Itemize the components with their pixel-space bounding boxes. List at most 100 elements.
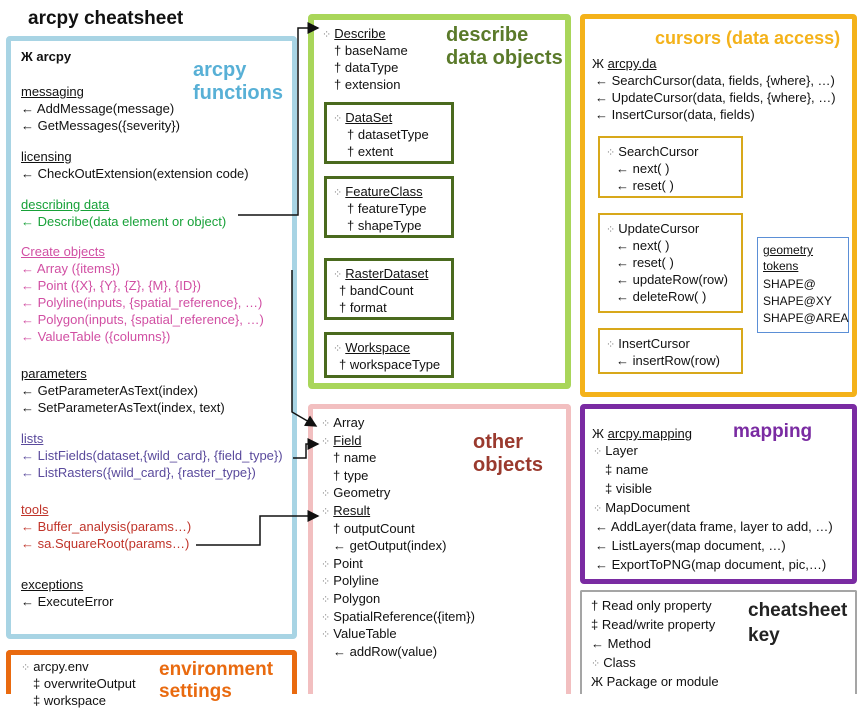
- list-fields-method: ← ListFields(dataset,{wild_card}, {field…: [21, 448, 283, 463]
- geometry-tokens-box: geometry tokens SHAPE@ SHAPE@XY SHAPE@AR…: [757, 237, 849, 333]
- updaterow-method: ← updateRow(row): [616, 272, 728, 287]
- messaging-section: messaging: [21, 84, 84, 99]
- dataset-class: ⁘ DataSet: [333, 110, 393, 125]
- datasettype-property: † datasetType: [347, 127, 429, 142]
- insertcursor-box: ⁘ InsertCursor ← insertRow(row): [598, 328, 743, 374]
- arcpy-mapping-module: Ж arcpy.mapping: [592, 426, 692, 441]
- set-parameter-method: ← SetParameterAsText(index, text): [21, 400, 225, 415]
- class-icon: ⁘: [606, 224, 619, 236]
- searchcursor-box: ⁘ SearchCursor ← next( ) ← reset( ): [598, 136, 743, 198]
- featureclass-class: ⁘ FeatureClass: [333, 184, 423, 199]
- featuretype-property: † featureType: [347, 201, 427, 216]
- result-entry: ⁘ Result: [321, 503, 371, 518]
- searchcursor-class: ⁘ SearchCursor: [606, 144, 699, 159]
- overwrite-output-property: ‡ overwriteOutput: [33, 676, 136, 691]
- addlayer-data-frame-layer-to-add-entry: ← AddLayer(data frame, layer to add, …): [595, 519, 833, 534]
- exceptions-section: exceptions: [21, 577, 84, 592]
- reset-method: ← reset( ): [616, 255, 674, 270]
- create-objects-section: Create objects: [21, 244, 105, 259]
- class-icon: ⁘: [321, 629, 334, 642]
- point-constructor: ← Point ({X}, {Y}, {Z}, {M}, {ID}): [21, 278, 201, 293]
- check-out-extension-method: ← CheckOutExtension(extension code): [21, 166, 249, 181]
- spatialreference-item-entry: ⁘ SpatialReference({item}): [321, 608, 475, 624]
- getoutput-index-entry: ← getOutput(index): [333, 538, 447, 554]
- geometry-entry: ⁘ Geometry: [321, 485, 391, 501]
- exporttopng-map-document-pic-entry: ← ExportToPNG(map document, pic,…): [595, 557, 827, 572]
- extent-property: † extent: [347, 144, 394, 159]
- reset-method: ← reset( ): [616, 178, 674, 193]
- cursors-label: cursors (data access): [655, 28, 841, 48]
- class-icon: ⁘: [606, 147, 619, 159]
- class-icon: ⁘: [321, 435, 334, 448]
- datatype-property: † dataType: [334, 60, 399, 75]
- update-cursor-method: ← UpdateCursor(data, fields, {where}, …): [595, 90, 836, 105]
- mapdocument-entry: ⁘ MapDocument: [593, 500, 690, 515]
- package-icon: Ж: [592, 426, 608, 441]
- rasterdataset-box: ⁘ RasterDataset † bandCount † format: [324, 258, 454, 320]
- parameters-section: parameters: [21, 366, 87, 381]
- describe-class: ⁘ Describe: [322, 26, 386, 41]
- mapping-panel: mapping Ж arcpy.mapping ⁘ Layer‡ name‡ v…: [580, 404, 857, 584]
- method-key: ← Method: [591, 636, 651, 651]
- describe-panel: ⁘ Describe † baseName † dataType † exten…: [308, 14, 571, 389]
- outputcount-entry: † outputCount: [333, 520, 415, 536]
- point-entry: ⁘ Point: [321, 555, 363, 571]
- class-icon: ⁘: [322, 29, 335, 41]
- class-key: ⁘ Class: [591, 655, 636, 670]
- get-parameter-method: ← GetParameterAsText(index): [21, 383, 199, 398]
- package-icon: Ж: [592, 56, 608, 71]
- arcpy-env-class: ⁘ arcpy.env: [21, 659, 89, 674]
- arcpy-module-heading: Ж arcpy: [21, 49, 72, 64]
- insertcursor-class: ⁘ InsertCursor: [606, 336, 690, 351]
- tools-section: tools: [21, 502, 49, 517]
- read-only-key: † Read only property: [591, 598, 712, 613]
- basename-property: † baseName: [334, 43, 408, 58]
- shape-area-token: SHAPE@AREA: [763, 311, 849, 325]
- class-icon: ⁘: [593, 446, 606, 458]
- class-icon: ⁘: [593, 503, 606, 515]
- deleterow-method: ← deleteRow( ): [616, 289, 707, 304]
- next-method: ← next( ): [616, 161, 670, 176]
- insertrow-method: ← insertRow(row): [616, 353, 721, 368]
- search-cursor-method: ← SearchCursor(data, fields, {where}, …): [595, 73, 835, 88]
- polygon-constructor: ← Polygon(inputs, {spatial_reference}, ……: [21, 312, 264, 327]
- type-entry: † type: [333, 467, 369, 483]
- polygon-entry: ⁘ Polygon: [321, 591, 381, 606]
- mapping-label: mapping: [733, 421, 813, 442]
- name-entry: † name: [333, 450, 377, 466]
- class-icon: ⁘: [321, 594, 334, 606]
- geometry-tokens-heading: geometry: [763, 243, 814, 257]
- add-message-method: ← AddMessage(message): [21, 101, 175, 116]
- package-key: Ж Package or module: [591, 674, 719, 689]
- format-property: † format: [339, 300, 387, 315]
- describe-method: ← Describe(data element or object): [21, 214, 227, 229]
- class-icon: ⁘: [333, 187, 346, 199]
- bandcount-property: † bandCount: [339, 283, 414, 298]
- environment-panel: ⁘ arcpy.env ‡ overwriteOutput ‡ workspac…: [6, 650, 297, 708]
- extension-property: † extension: [334, 77, 401, 92]
- updatecursor-class: ⁘ UpdateCursor: [606, 221, 700, 236]
- insert-cursor-method: ← InsertCursor(data, fields): [595, 107, 755, 122]
- class-icon: ⁘: [21, 662, 34, 674]
- class-icon: ⁘: [321, 506, 334, 518]
- updatecursor-box: ⁘ UpdateCursor ← next( ) ← reset( ) ← up…: [598, 213, 743, 313]
- class-icon: ⁘: [333, 269, 346, 281]
- polyline-entry: ⁘ Polyline: [321, 573, 379, 589]
- buffer-analysis-tool: ← Buffer_analysis(params…): [21, 519, 192, 534]
- featureclass-box: ⁘ FeatureClass † featureType † shapeType: [324, 176, 454, 238]
- class-icon: ⁘: [591, 658, 604, 670]
- read-write-key: ‡ Read/write property: [591, 617, 716, 632]
- licensing-section: licensing: [21, 149, 72, 164]
- dataset-box: ⁘ DataSet † datasetType † extent: [324, 102, 454, 164]
- layer-entry: ⁘ Layer: [593, 443, 638, 458]
- shapetype-property: † shapeType: [347, 218, 422, 233]
- workspace-box: ⁘ Workspace † workspaceType: [324, 332, 454, 378]
- class-icon: ⁘: [321, 558, 334, 571]
- next-method: ← next( ): [616, 238, 670, 253]
